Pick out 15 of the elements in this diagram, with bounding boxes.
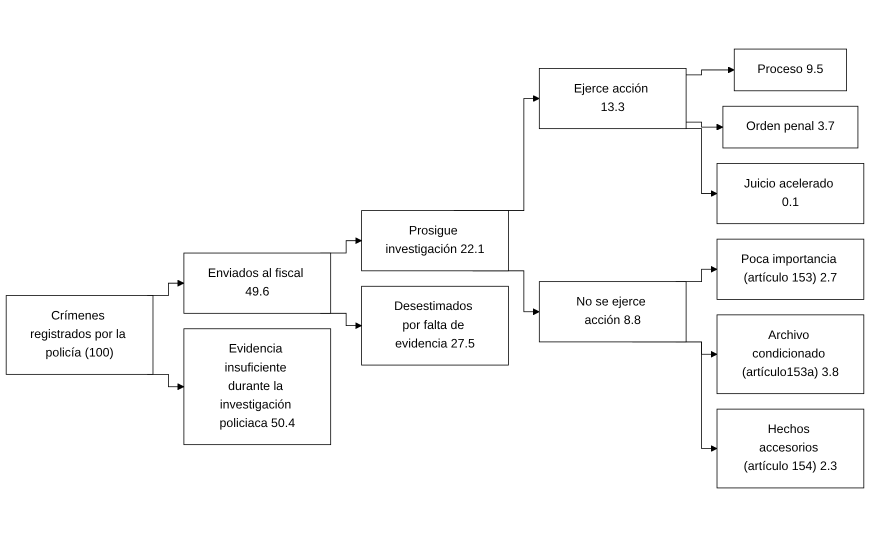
arrow: [686, 66, 735, 76]
node-box: Archivo condicionado (artículo153a) 3.8: [716, 314, 864, 394]
arrow: [686, 122, 724, 130]
node-box: Hechos accesorios (artículo 154) 2.3: [716, 408, 864, 488]
node-box: Juicio acelerado 0.1: [716, 163, 864, 224]
node-box: Proceso 9.5: [734, 48, 847, 92]
node-box: Enviados al fiscal 49.6: [184, 252, 332, 314]
node-box: Poca importancia (artículo 153) 2.7: [716, 238, 864, 300]
node-box: Ejerce acción 13.3: [538, 68, 686, 130]
node-box: Prosigue investigación 22.1: [361, 210, 509, 272]
node-box: Evidencia insuficiente durante la investigación policiaca 50.4: [184, 328, 332, 446]
node-box: Desestimados por falta de evidencia 27.5: [361, 286, 509, 366]
node-box: Orden penal 3.7: [722, 106, 858, 148]
node-box: Crímenes registrados por la policía (100): [6, 295, 154, 375]
node-box: No se ejerce acción 8.8: [538, 281, 686, 342]
